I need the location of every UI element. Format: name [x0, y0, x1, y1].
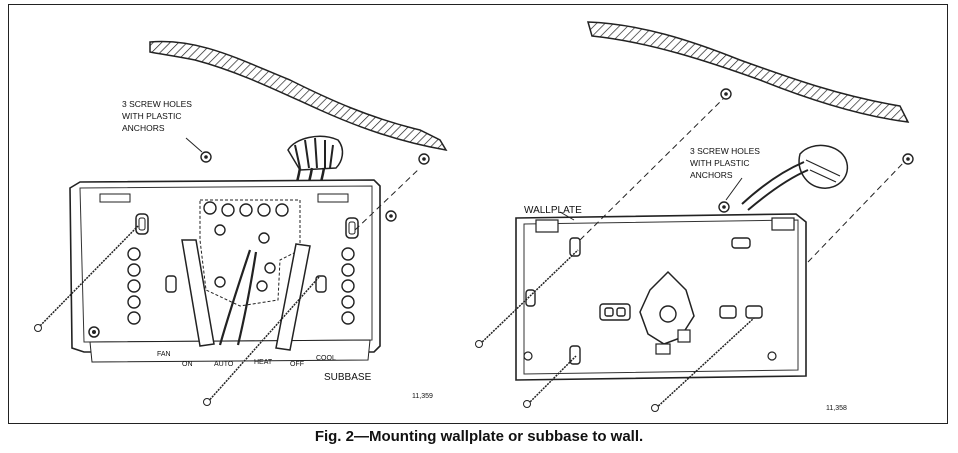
- right-note-line-1: 3 SCREW HOLES: [690, 146, 760, 156]
- subbase-label: SUBBASE: [324, 372, 372, 383]
- wallplate-terminal-pair: [599, 303, 631, 321]
- on-label: ON: [182, 361, 193, 368]
- right-terminal-column: [341, 247, 355, 325]
- right-note-line-3: ANCHORS: [690, 170, 733, 180]
- fan-switch-lever: [181, 239, 215, 347]
- auto-label: AUTO: [214, 361, 234, 368]
- system-switch-lever: [275, 243, 311, 351]
- left-anchor-2: [418, 153, 430, 165]
- right-anchor-3: [718, 201, 730, 213]
- right-anchor-2: [902, 153, 914, 165]
- wallplate-top-slot: [731, 237, 751, 249]
- off-label: OFF: [290, 361, 304, 368]
- right-screw-2: [523, 355, 577, 408]
- left-screw-path-dashed: [354, 167, 421, 231]
- wallplate-corner-holes: [523, 351, 777, 361]
- subbase-slot-right: [315, 275, 327, 293]
- left-wire-bundle: [287, 135, 344, 193]
- wallplate-side-slot-lower: [569, 345, 581, 365]
- right-note-line-2: WITH PLASTIC: [690, 158, 750, 168]
- figure-caption: Fig. 2—Mounting wallplate or subbase to …: [314, 428, 644, 445]
- heat-label: HEAT: [254, 359, 273, 366]
- left-screw-1: [34, 225, 139, 332]
- right-note-leader: [725, 177, 743, 201]
- left-bottom-screw-hole: [88, 326, 100, 338]
- right-wire-bundle: [741, 144, 849, 211]
- fan-label: FAN: [157, 351, 171, 358]
- right-wall-section: [586, 21, 910, 123]
- wallplate-side-slot-upper: [569, 237, 581, 257]
- left-mounting-slot-right: [345, 217, 359, 239]
- left-terminal-column: [127, 247, 141, 325]
- cool-label: COOL: [316, 355, 336, 362]
- right-screw-1: [475, 249, 579, 348]
- left-anchor-1: [200, 151, 212, 163]
- left-anchor-3: [385, 210, 397, 222]
- right-screw-3: [651, 317, 755, 412]
- left-figure-number: 11,359: [412, 393, 433, 400]
- left-note-line-3: ANCHORS: [122, 123, 165, 133]
- right-dashed-guides: [579, 97, 907, 263]
- left-wall-section: [149, 40, 448, 152]
- subbase-wires: [218, 249, 258, 346]
- subbase-slot-center: [165, 275, 177, 293]
- left-note-line-1: 3 SCREW HOLES: [122, 99, 192, 109]
- left-screw-2: [203, 275, 321, 406]
- wallplate-center-bracket: [639, 270, 695, 355]
- component-outline: [199, 199, 301, 307]
- wallplate-side-slot-left: [525, 289, 536, 307]
- left-mounting-slot-left: [135, 213, 149, 235]
- figure-border: [8, 4, 948, 424]
- wallplate-label: WALLPLATE: [524, 205, 582, 216]
- wallplate-leader: [559, 211, 575, 221]
- right-anchor-1: [720, 88, 732, 100]
- left-note-line-2: WITH PLASTIC: [122, 111, 182, 121]
- right-figure-number: 11,358: [826, 405, 847, 412]
- left-note-leader: [185, 137, 203, 153]
- top-terminal-row: [203, 201, 289, 292]
